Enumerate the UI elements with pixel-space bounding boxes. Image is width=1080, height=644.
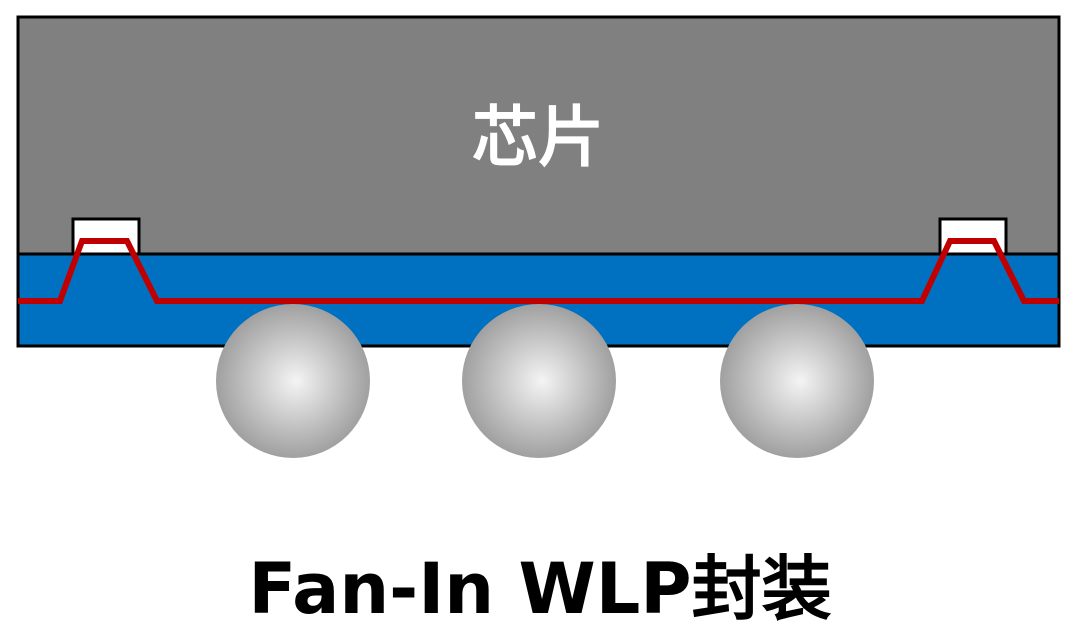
chip-die (16, 15, 1061, 256)
solder-ball (462, 304, 616, 458)
diagram-caption: Fan-In WLP封装 (248, 548, 831, 630)
solder-ball (720, 304, 874, 458)
chip-label: 芯片 (472, 99, 604, 176)
solder-ball (216, 304, 370, 458)
redistribution-trace (18, 238, 1059, 304)
